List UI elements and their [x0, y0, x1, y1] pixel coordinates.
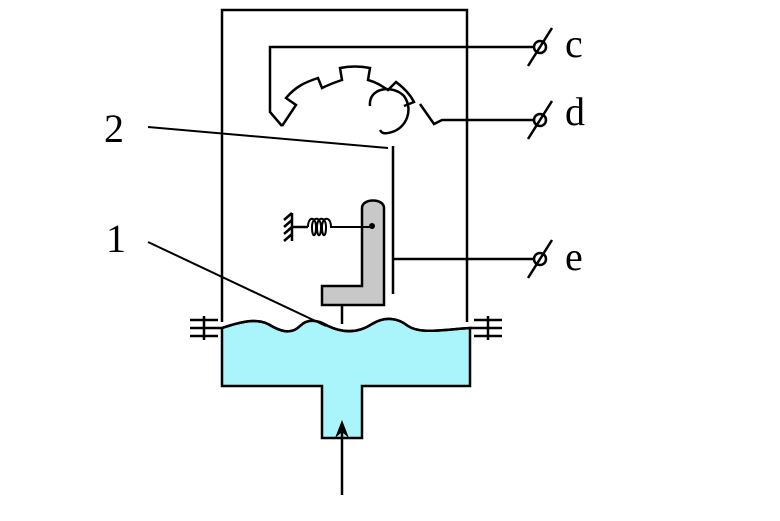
ground-icon	[283, 212, 308, 242]
leader-line-2	[147, 126, 389, 149]
flange-screw-left	[190, 316, 218, 340]
wire-d	[418, 103, 540, 126]
lever-arm	[320, 199, 386, 307]
liquid-chamber	[220, 317, 472, 440]
wire-c	[268, 45, 540, 127]
label-c: c	[565, 21, 583, 66]
diaphragm	[190, 317, 502, 333]
label-d: d	[565, 89, 585, 134]
lever-pivot	[369, 223, 375, 229]
terminal-e	[526, 239, 554, 279]
label-e: e	[565, 234, 583, 279]
label-1: 1	[106, 216, 126, 261]
round-contact	[368, 87, 410, 135]
flange-screw-right	[474, 316, 502, 340]
arrow-up-icon	[335, 420, 349, 495]
toothed-contact-arc	[280, 65, 416, 127]
terminal-d	[526, 100, 554, 140]
housing	[220, 8, 469, 322]
leader-line-1	[147, 241, 327, 327]
label-2: 2	[104, 106, 124, 151]
terminal-c	[526, 27, 554, 67]
spring-icon	[307, 217, 370, 237]
